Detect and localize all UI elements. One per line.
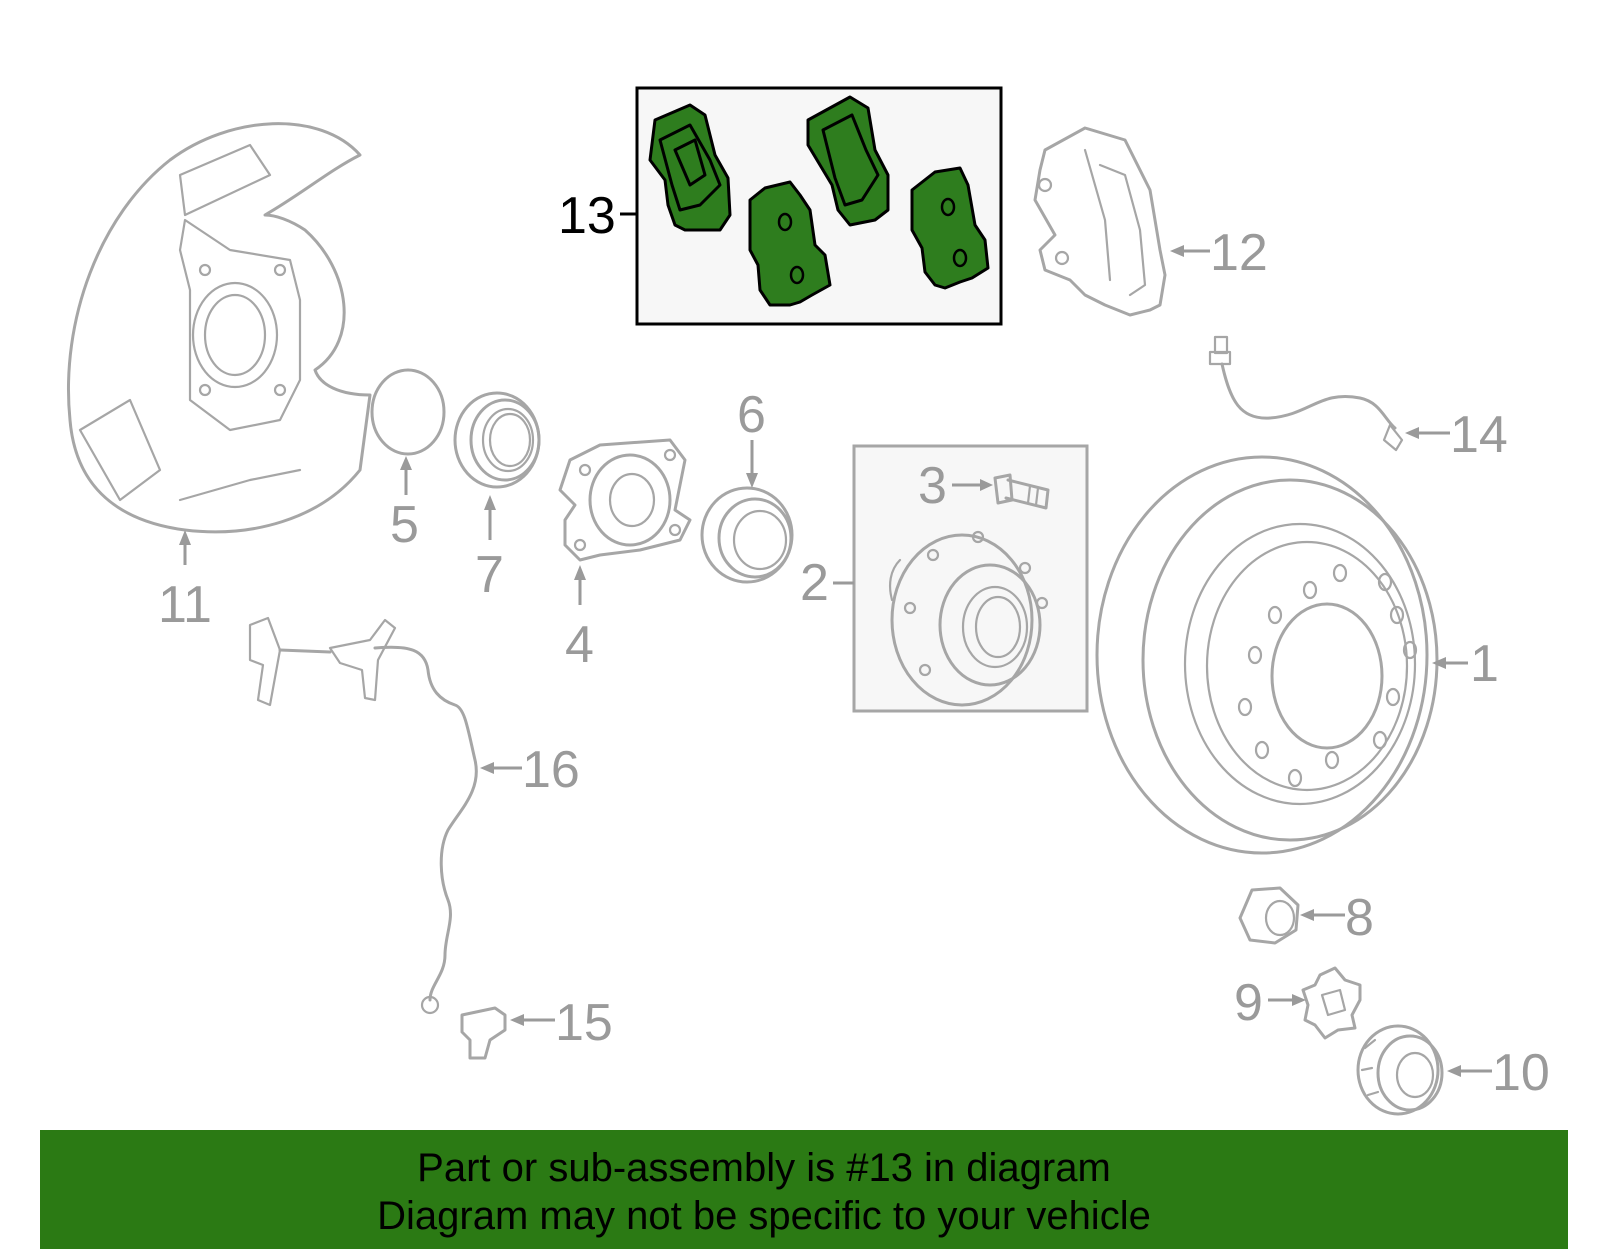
part-9-lock-cap[interactable] xyxy=(1301,966,1362,1040)
part-4-bearing-housing[interactable] xyxy=(558,438,692,562)
callout-7-label: 7 xyxy=(475,546,504,604)
callout-14-label: 14 xyxy=(1450,406,1508,464)
part-13-brake-pad-set[interactable] xyxy=(635,86,1003,326)
callout-2: 2 xyxy=(800,554,854,612)
part-1-brake-rotor[interactable] xyxy=(1095,455,1439,855)
callout-9: 9 xyxy=(1234,974,1306,1032)
callout-1: 1 xyxy=(1432,635,1499,693)
part-8-hub-nut[interactable] xyxy=(1238,886,1300,945)
banner-line-2: Diagram may not be specific to your vehi… xyxy=(377,1194,1151,1238)
callout-8-label: 8 xyxy=(1345,889,1374,947)
part-10-grease-cap[interactable] xyxy=(1356,1024,1444,1116)
callout-12-label: 12 xyxy=(1210,224,1268,282)
callout-7: 7 xyxy=(475,495,504,604)
part-16-sensor-wire[interactable] xyxy=(248,616,478,1015)
callout-8: 8 xyxy=(1300,889,1374,947)
part-3-hub-bolt[interactable] xyxy=(993,473,1050,510)
banner-line-1: Part or sub-assembly is #13 in diagram xyxy=(417,1146,1111,1190)
callout-12: 12 xyxy=(1170,224,1268,282)
callout-11: 11 xyxy=(158,530,212,634)
callout-15-label: 15 xyxy=(555,994,613,1052)
callout-5: 5 xyxy=(390,456,419,554)
callout-6-label: 6 xyxy=(737,386,766,444)
callout-10-label: 10 xyxy=(1492,1044,1550,1102)
callout-6: 6 xyxy=(737,386,766,488)
callout-10: 10 xyxy=(1447,1044,1550,1102)
part-11-dust-shield[interactable] xyxy=(66,122,372,534)
callout-1-label: 1 xyxy=(1470,635,1499,693)
callout-14: 14 xyxy=(1405,406,1508,464)
callout-13-label: 13 xyxy=(558,187,616,245)
part-14-brake-hose[interactable] xyxy=(1208,335,1404,452)
info-banner: Part or sub-assembly is #13 in diagram D… xyxy=(40,1130,1568,1249)
callout-3: 3 xyxy=(918,457,993,515)
callout-4-label: 4 xyxy=(565,616,594,674)
part-12-caliper[interactable] xyxy=(1033,126,1167,317)
callout-13: 13 xyxy=(558,187,637,245)
callout-9-label: 9 xyxy=(1234,974,1263,1032)
callout-4: 4 xyxy=(565,565,594,674)
callout-15: 15 xyxy=(510,994,613,1052)
part-7-oil-seal[interactable] xyxy=(453,391,541,489)
callout-3-label: 3 xyxy=(918,457,947,515)
callout-5-label: 5 xyxy=(390,496,419,554)
callout-16-label: 16 xyxy=(522,741,580,799)
callout-11-label: 11 xyxy=(158,576,212,634)
part-6-seal[interactable] xyxy=(700,486,794,584)
part-15-speed-sensor[interactable] xyxy=(460,1006,507,1060)
part-5-o-ring[interactable] xyxy=(370,368,446,456)
callout-2-label: 2 xyxy=(800,554,829,612)
callout-16: 16 xyxy=(480,741,580,799)
